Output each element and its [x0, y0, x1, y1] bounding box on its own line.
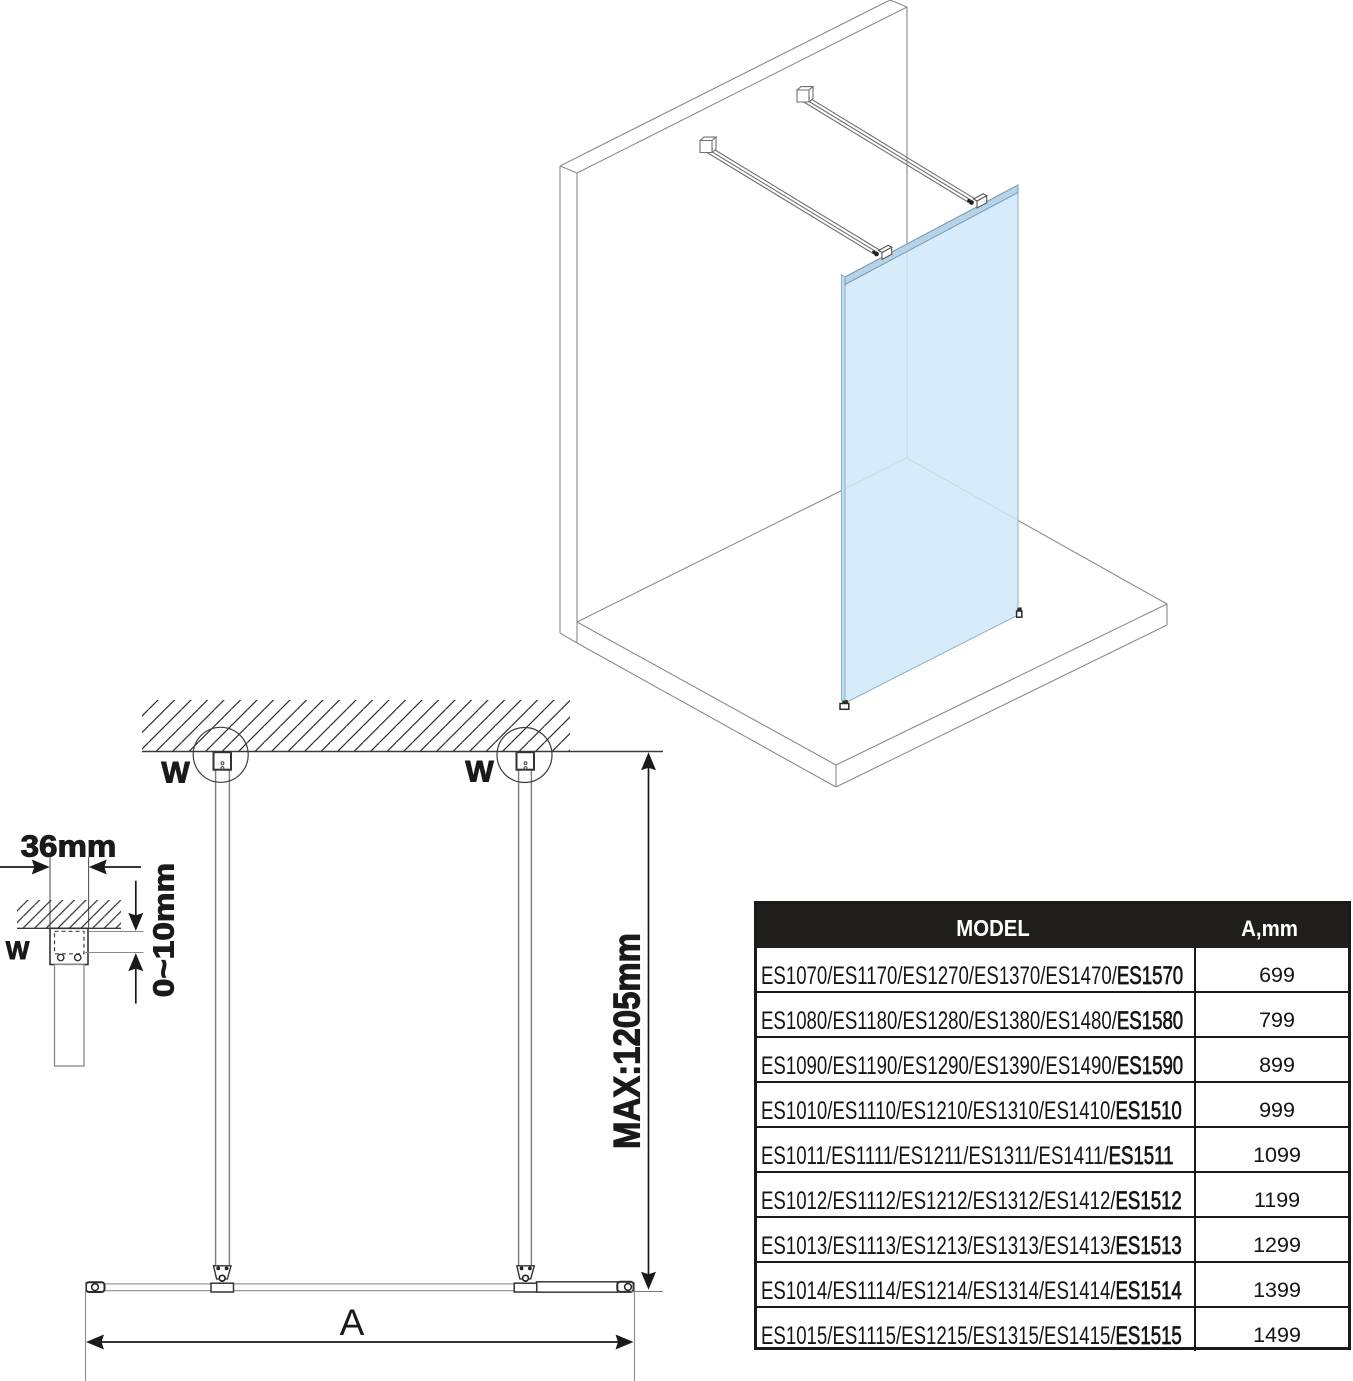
svg-text:W: W [6, 937, 30, 965]
svg-text:W: W [161, 756, 190, 789]
svg-text:0~10mm: 0~10mm [148, 863, 180, 997]
svg-text:36mm: 36mm [21, 828, 117, 863]
svg-text:MAX:1205mm: MAX:1205mm [607, 933, 648, 1149]
svg-text:W: W [465, 755, 494, 788]
svg-text:A: A [340, 1302, 365, 1343]
